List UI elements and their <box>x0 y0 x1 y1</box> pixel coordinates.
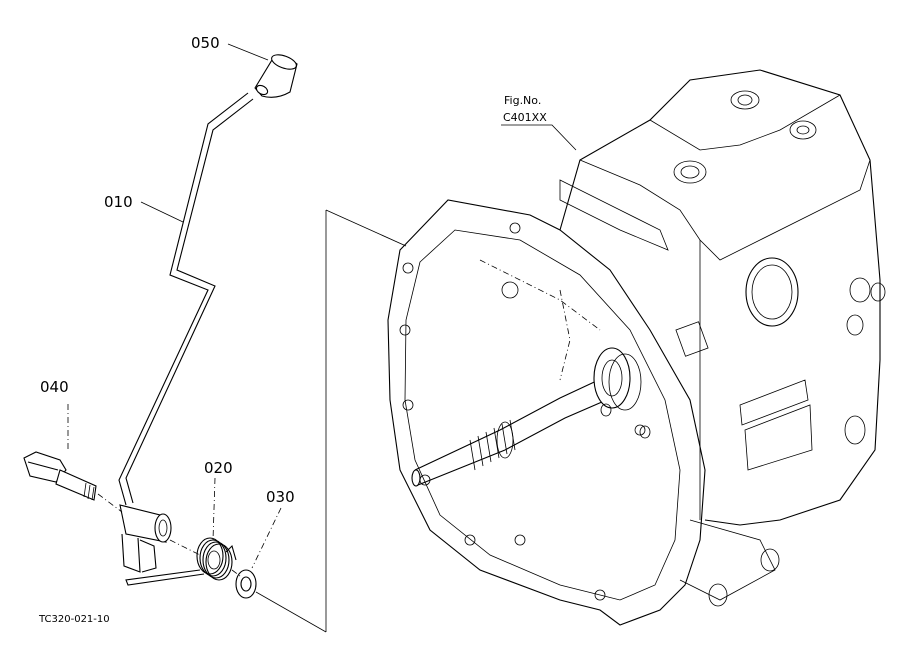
label-030: 030 <box>266 488 295 506</box>
spring-part <box>125 477 237 586</box>
figure-ref-underline <box>501 124 577 151</box>
leader-010 <box>140 201 184 223</box>
lever-rod <box>118 92 254 506</box>
part-labels: 050 010 040 020 030 Fig.No. C401XX TC320… <box>38 34 577 625</box>
label-010: 010 <box>104 193 133 211</box>
label-040: 040 <box>40 378 69 396</box>
lever-assembly <box>23 54 327 633</box>
label-020: 020 <box>204 459 233 477</box>
figure-ref-line2: C401XX <box>503 111 547 124</box>
drawing-code: TC320-021-10 <box>38 614 110 625</box>
bolt-part <box>23 404 123 513</box>
leader-shaft <box>255 591 327 633</box>
washer-part <box>231 507 282 599</box>
leader-050 <box>227 43 269 61</box>
knob-part <box>254 54 298 98</box>
lever-hub <box>119 504 172 573</box>
transmission-housing <box>325 69 886 632</box>
label-050: 050 <box>191 34 220 52</box>
input-shaft <box>411 347 651 487</box>
figure-ref-line1: Fig.No. <box>504 94 541 107</box>
